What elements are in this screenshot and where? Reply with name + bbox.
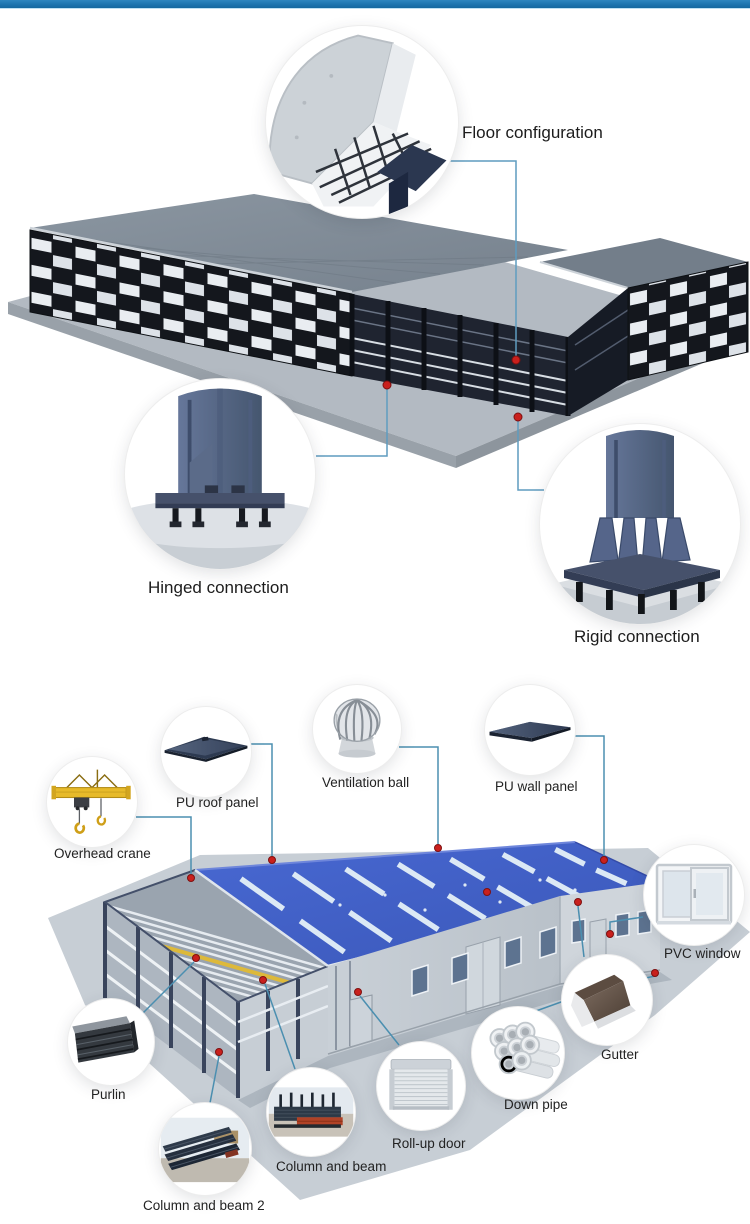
wall-windows	[411, 909, 652, 998]
building-overview-illustration	[8, 160, 749, 491]
hinged-connection-photo	[125, 388, 315, 569]
floor-configuration-photo	[268, 34, 447, 215]
down-pipe-photo	[489, 1021, 561, 1079]
overhead-crane-photo	[51, 769, 131, 834]
detail-circle-pu-roof-panel	[161, 707, 251, 797]
label-purlin: Purlin	[91, 1087, 126, 1102]
label-floor-configuration: Floor configuration	[462, 123, 603, 142]
detail-circle-column-and-beam-2	[159, 1103, 251, 1195]
label-rigid-connection: Rigid connection	[574, 627, 700, 646]
label-roll-up-door: Roll-up door	[392, 1136, 466, 1151]
detail-circle-overhead-crane	[47, 757, 137, 847]
label-pu-wall-panel: PU wall panel	[495, 779, 578, 794]
detail-circle-pvc-window	[644, 845, 744, 945]
label-down-pipe: Down pipe	[504, 1097, 568, 1112]
top-accent-bar	[0, 0, 750, 9]
column-and-beam-2-photo	[160, 1117, 250, 1183]
detail-circle-purlin	[68, 999, 154, 1085]
callout-lines	[316, 160, 544, 491]
detail-circle-pu-wall-panel	[485, 685, 575, 775]
detail-circle-rigid-connection	[540, 424, 740, 624]
detail-circle-hinged-connection	[125, 379, 315, 569]
detail-circle-column-and-beam	[267, 1068, 355, 1156]
pvc-window-photo	[655, 863, 733, 925]
detail-circle-down-pipe	[472, 1007, 564, 1099]
detail-circle-gutter	[562, 955, 652, 1045]
gutter-photo	[571, 974, 636, 1029]
marker-dots	[187, 844, 659, 1056]
roof-fasteners	[338, 874, 612, 912]
rigid-connection-photo	[540, 430, 740, 624]
label-hinged-connection: Hinged connection	[148, 578, 289, 597]
label-ventilation-ball: Ventilation ball	[322, 775, 410, 790]
label-gutter: Gutter	[601, 1047, 639, 1062]
pu-wall-panel-photo	[489, 721, 571, 742]
label-pvc-window: PVC window	[664, 946, 741, 961]
label-column-and-beam: Column and beam	[276, 1159, 387, 1174]
detail-circle-floor-configuration	[266, 26, 458, 218]
label-pu-roof-panel: PU roof panel	[176, 795, 259, 810]
ventilation-ball-photo	[333, 698, 381, 758]
building-l-shape	[29, 194, 749, 416]
detail-circle-roll-up-door	[377, 1042, 465, 1130]
label-column-and-beam-2: Column and beam 2	[143, 1198, 265, 1213]
purlin-photo	[72, 1016, 139, 1063]
label-overhead-crane: Overhead crane	[54, 846, 151, 861]
pu-roof-panel-photo	[164, 736, 248, 762]
warehouse-building	[102, 841, 661, 1098]
marker-dots	[382, 355, 523, 422]
detail-circle-ventilation-ball	[313, 685, 401, 773]
pipe-ends	[489, 1021, 541, 1075]
column-and-beam-photo	[268, 1087, 354, 1137]
roll-up-door-photo	[389, 1059, 453, 1110]
